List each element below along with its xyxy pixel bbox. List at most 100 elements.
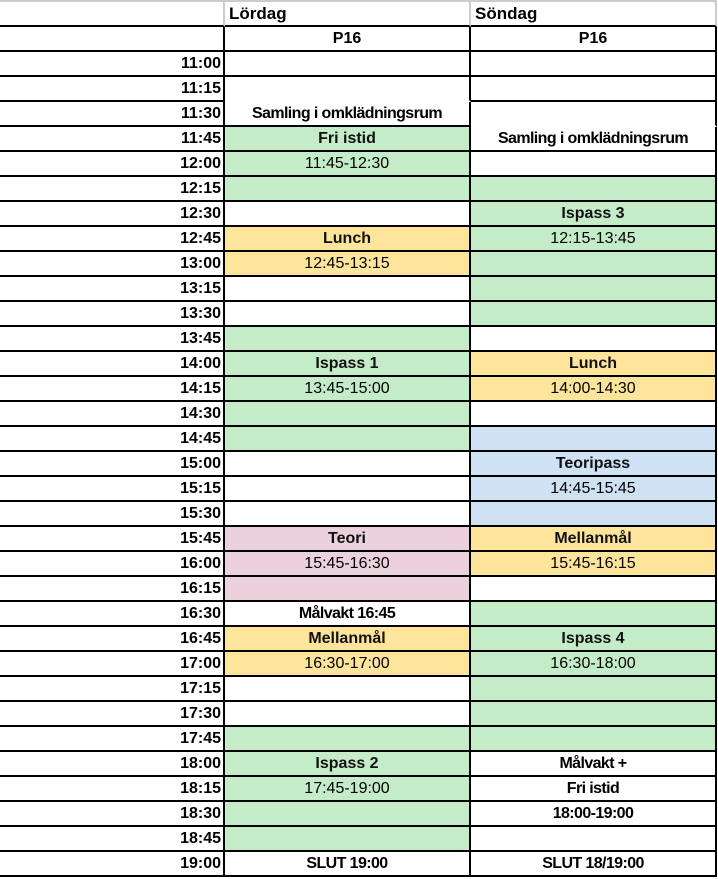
schedule-cell-saturday[interactable] (225, 502, 471, 527)
time-label[interactable]: 11:30 (0, 102, 225, 127)
schedule-cell-saturday[interactable]: Samling i omklädningsrum (225, 102, 471, 127)
schedule-cell-sunday[interactable]: Samling i omklädningsrum (471, 127, 717, 152)
schedule-cell-sunday[interactable]: Lunch (471, 352, 717, 377)
schedule-cell-sunday[interactable]: 14:00-14:30 (471, 377, 717, 402)
schedule-cell-sunday[interactable] (471, 177, 717, 202)
time-label[interactable]: 14:15 (0, 377, 225, 402)
schedule-cell-saturday[interactable]: Ispass 1 (225, 352, 471, 377)
schedule-cell-saturday[interactable]: 15:45-16:30 (225, 552, 471, 577)
time-label[interactable]: 18:00 (0, 752, 225, 777)
schedule-cell-saturday[interactable]: Målvakt 16:45 (225, 602, 471, 627)
schedule-cell-sunday[interactable] (471, 252, 717, 277)
time-label[interactable]: 15:15 (0, 477, 225, 502)
schedule-cell-sunday[interactable]: Ispass 4 (471, 627, 717, 652)
schedule-cell-saturday[interactable] (225, 802, 471, 827)
time-label[interactable]: 12:15 (0, 177, 225, 202)
schedule-cell-saturday[interactable]: Lunch (225, 227, 471, 252)
time-label[interactable]: 13:45 (0, 327, 225, 352)
time-label[interactable]: 14:30 (0, 402, 225, 427)
time-label[interactable]: 17:45 (0, 727, 225, 752)
time-label[interactable]: 16:00 (0, 552, 225, 577)
schedule-cell-saturday[interactable]: Fri istid (225, 127, 471, 152)
schedule-cell-saturday[interactable] (225, 177, 471, 202)
schedule-cell-saturday[interactable] (225, 277, 471, 302)
schedule-cell-saturday[interactable] (225, 702, 471, 727)
time-label[interactable]: 16:45 (0, 627, 225, 652)
schedule-cell-saturday[interactable] (225, 302, 471, 327)
schedule-cell-saturday[interactable] (225, 727, 471, 752)
schedule-cell-sunday[interactable] (471, 52, 717, 77)
schedule-cell-saturday[interactable] (225, 577, 471, 602)
time-label[interactable]: 13:15 (0, 277, 225, 302)
schedule-cell-sunday[interactable] (471, 77, 717, 102)
schedule-cell-sunday[interactable]: Ispass 3 (471, 202, 717, 227)
schedule-cell-sunday[interactable] (471, 727, 717, 752)
time-label[interactable]: 15:30 (0, 502, 225, 527)
corner-cell[interactable] (0, 0, 225, 27)
time-label[interactable]: 12:30 (0, 202, 225, 227)
schedule-cell-sunday[interactable]: 16:30-18:00 (471, 652, 717, 677)
time-label[interactable]: 11:15 (0, 77, 225, 102)
time-label[interactable]: 19:00 (0, 852, 225, 877)
time-label[interactable]: 16:15 (0, 577, 225, 602)
schedule-cell-sunday[interactable] (471, 702, 717, 727)
schedule-cell-saturday[interactable] (225, 452, 471, 477)
schedule-cell-sunday[interactable] (471, 502, 717, 527)
corner-cell-2[interactable] (0, 27, 225, 52)
schedule-cell-sunday[interactable] (471, 302, 717, 327)
time-label[interactable]: 14:00 (0, 352, 225, 377)
schedule-cell-saturday[interactable]: 11:45-12:30 (225, 152, 471, 177)
schedule-cell-sunday[interactable]: Målvakt + (471, 752, 717, 777)
schedule-cell-saturday[interactable] (225, 402, 471, 427)
schedule-cell-saturday[interactable] (225, 427, 471, 452)
time-label[interactable]: 12:00 (0, 152, 225, 177)
schedule-cell-sunday[interactable]: Mellanmål (471, 527, 717, 552)
schedule-cell-saturday[interactable]: SLUT 19:00 (225, 852, 471, 877)
schedule-cell-saturday[interactable]: Teori (225, 527, 471, 552)
time-label[interactable]: 15:45 (0, 527, 225, 552)
time-label[interactable]: 13:00 (0, 252, 225, 277)
day-header-sunday[interactable]: Söndag (471, 0, 717, 27)
schedule-cell-saturday[interactable] (225, 327, 471, 352)
schedule-cell-saturday[interactable]: Mellanmål (225, 627, 471, 652)
schedule-cell-saturday[interactable]: 16:30-17:00 (225, 652, 471, 677)
schedule-cell-sunday[interactable] (471, 152, 717, 177)
schedule-cell-sunday[interactable] (471, 327, 717, 352)
schedule-cell-saturday[interactable] (225, 477, 471, 502)
schedule-cell-sunday[interactable] (471, 577, 717, 602)
schedule-cell-sunday[interactable]: 12:15-13:45 (471, 227, 717, 252)
schedule-cell-sunday[interactable] (471, 102, 717, 127)
time-label[interactable]: 17:15 (0, 677, 225, 702)
time-label[interactable]: 18:15 (0, 777, 225, 802)
time-label[interactable]: 12:45 (0, 227, 225, 252)
time-label[interactable]: 15:00 (0, 452, 225, 477)
schedule-cell-sunday[interactable] (471, 827, 717, 852)
schedule-cell-sunday[interactable] (471, 602, 717, 627)
schedule-cell-sunday[interactable] (471, 402, 717, 427)
time-label[interactable]: 17:30 (0, 702, 225, 727)
time-label[interactable]: 18:45 (0, 827, 225, 852)
group-header-sunday[interactable]: P16 (471, 27, 717, 52)
schedule-cell-saturday[interactable]: 17:45-19:00 (225, 777, 471, 802)
schedule-cell-saturday[interactable]: 12:45-13:15 (225, 252, 471, 277)
schedule-cell-saturday[interactable]: Ispass 2 (225, 752, 471, 777)
schedule-cell-sunday[interactable]: Teoripass (471, 452, 717, 477)
schedule-cell-sunday[interactable]: SLUT 18/19:00 (471, 852, 717, 877)
schedule-cell-sunday[interactable]: 18:00-19:00 (471, 802, 717, 827)
schedule-cell-sunday[interactable]: 15:45-16:15 (471, 552, 717, 577)
schedule-cell-saturday[interactable] (225, 677, 471, 702)
time-label[interactable]: 11:45 (0, 127, 225, 152)
schedule-cell-saturday[interactable] (225, 77, 471, 102)
time-label[interactable]: 17:00 (0, 652, 225, 677)
schedule-cell-saturday[interactable] (225, 202, 471, 227)
schedule-cell-sunday[interactable] (471, 677, 717, 702)
schedule-cell-sunday[interactable]: 14:45-15:45 (471, 477, 717, 502)
time-label[interactable]: 16:30 (0, 602, 225, 627)
schedule-cell-sunday[interactable]: Fri istid (471, 777, 717, 802)
schedule-cell-sunday[interactable] (471, 427, 717, 452)
day-header-saturday[interactable]: Lördag (225, 0, 471, 27)
time-label[interactable]: 11:00 (0, 52, 225, 77)
time-label[interactable]: 13:30 (0, 302, 225, 327)
time-label[interactable]: 18:30 (0, 802, 225, 827)
time-label[interactable]: 14:45 (0, 427, 225, 452)
